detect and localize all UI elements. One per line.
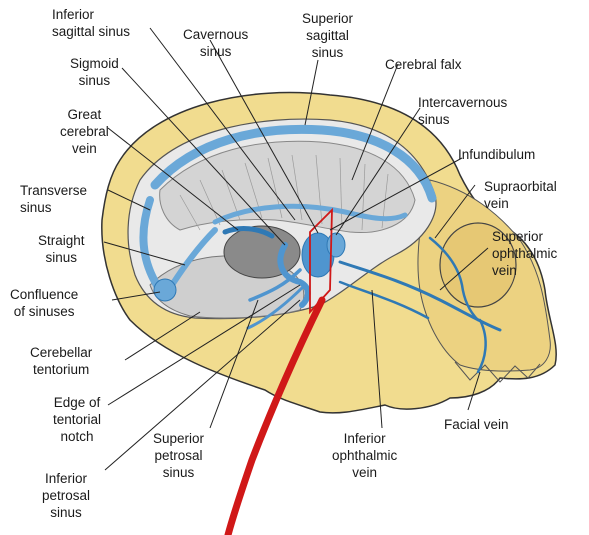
label-superior-petrosal-sinus: Superior petrosal sinus	[153, 430, 204, 481]
label-great-cerebral-vein: Great cerebral vein	[60, 106, 109, 157]
label-intercavernous-sinus: Intercavernous sinus	[418, 94, 507, 128]
label-cavernous-sinus: Cavernous sinus	[183, 26, 248, 60]
label-cerebral-falx: Cerebral falx	[385, 56, 462, 73]
intercavernous-sinus	[327, 233, 345, 257]
label-cerebellar-tentorium: Cerebellar tentorium	[30, 344, 92, 378]
label-superior-ophthalmic-vein: Superior ophthalmic vein	[492, 228, 557, 279]
confluence-of-sinuses	[154, 279, 176, 301]
label-confluence-of-sinuses: Confluence of sinuses	[10, 286, 78, 320]
label-inferior-sagittal-sinus: Inferior sagittal sinus	[52, 6, 130, 40]
label-infundibulum: Infundibulum	[458, 146, 535, 163]
label-supraorbital-vein: Supraorbital vein	[484, 178, 557, 212]
label-transverse-sinus: Transverse sinus	[20, 182, 87, 216]
label-inferior-ophthalmic-vein: Inferior ophthalmic vein	[332, 430, 397, 481]
label-edge-of-tentorial-notch: Edge of tentorial notch	[53, 394, 101, 445]
label-sigmoid-sinus: Sigmoid sinus	[70, 55, 119, 89]
label-inferior-petrosal-sinus: Inferior petrosal sinus	[42, 470, 90, 521]
label-superior-sagittal-sinus: Superior sagittal sinus	[302, 10, 353, 61]
label-straight-sinus: Straight sinus	[38, 232, 85, 266]
label-facial-vein: Facial vein	[444, 416, 509, 433]
